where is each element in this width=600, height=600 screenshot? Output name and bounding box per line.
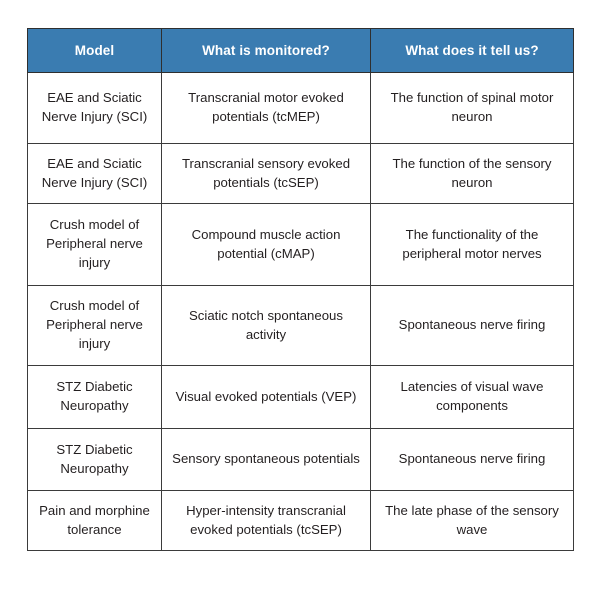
column-header-tellus[interactable]: What does it tell us? bbox=[370, 28, 574, 73]
cell-monitor: Sensory spontaneous potentials bbox=[161, 428, 371, 491]
cell-monitor: Compound muscle action potential (cMAP) bbox=[161, 203, 371, 286]
table-row: EAE and Sciatic Nerve Injury (SCI) Trans… bbox=[27, 143, 574, 204]
models-table: Model What is monitored? What does it te… bbox=[27, 28, 574, 551]
cell-model: Crush model of Peripheral nerve injury bbox=[27, 285, 162, 366]
header-row: Model What is monitored? What does it te… bbox=[27, 28, 574, 73]
table-row: Crush model of Peripheral nerve injury S… bbox=[27, 285, 574, 366]
cell-tellus: Spontaneous nerve firing bbox=[370, 285, 574, 366]
table-row: STZ Diabetic Neuropathy Sensory spontane… bbox=[27, 428, 574, 491]
cell-tellus: The late phase of the sensory wave bbox=[370, 490, 574, 551]
models-table-container: Model What is monitored? What does it te… bbox=[27, 28, 574, 551]
column-header-monitor[interactable]: What is monitored? bbox=[161, 28, 371, 73]
cell-model: STZ Diabetic Neuropathy bbox=[27, 365, 162, 429]
cell-model: EAE and Sciatic Nerve Injury (SCI) bbox=[27, 143, 162, 204]
cell-tellus: The function of the sensory neuron bbox=[370, 143, 574, 204]
cell-monitor: Transcranial motor evoked potentials (tc… bbox=[161, 72, 371, 144]
table-header: Model What is monitored? What does it te… bbox=[27, 28, 574, 73]
cell-tellus: The functionality of the peripheral moto… bbox=[370, 203, 574, 286]
cell-model: Pain and morphine tolerance bbox=[27, 490, 162, 551]
cell-monitor: Sciatic notch spontaneous activity bbox=[161, 285, 371, 366]
cell-tellus: Spontaneous nerve firing bbox=[370, 428, 574, 491]
table-row: Crush model of Peripheral nerve injury C… bbox=[27, 203, 574, 286]
table-row: Pain and morphine tolerance Hyper-intens… bbox=[27, 490, 574, 551]
cell-monitor: Hyper-intensity transcranial evoked pote… bbox=[161, 490, 371, 551]
table-row: EAE and Sciatic Nerve Injury (SCI) Trans… bbox=[27, 72, 574, 144]
cell-model: Crush model of Peripheral nerve injury bbox=[27, 203, 162, 286]
cell-tellus: The function of spinal motor neuron bbox=[370, 72, 574, 144]
table-body: EAE and Sciatic Nerve Injury (SCI) Trans… bbox=[27, 72, 574, 551]
cell-monitor: Transcranial sensory evoked potentials (… bbox=[161, 143, 371, 204]
cell-tellus: Latencies of visual wave components bbox=[370, 365, 574, 429]
cell-monitor: Visual evoked potentials (VEP) bbox=[161, 365, 371, 429]
column-header-model[interactable]: Model bbox=[27, 28, 162, 73]
cell-model: EAE and Sciatic Nerve Injury (SCI) bbox=[27, 72, 162, 144]
table-row: STZ Diabetic Neuropathy Visual evoked po… bbox=[27, 365, 574, 429]
cell-model: STZ Diabetic Neuropathy bbox=[27, 428, 162, 491]
